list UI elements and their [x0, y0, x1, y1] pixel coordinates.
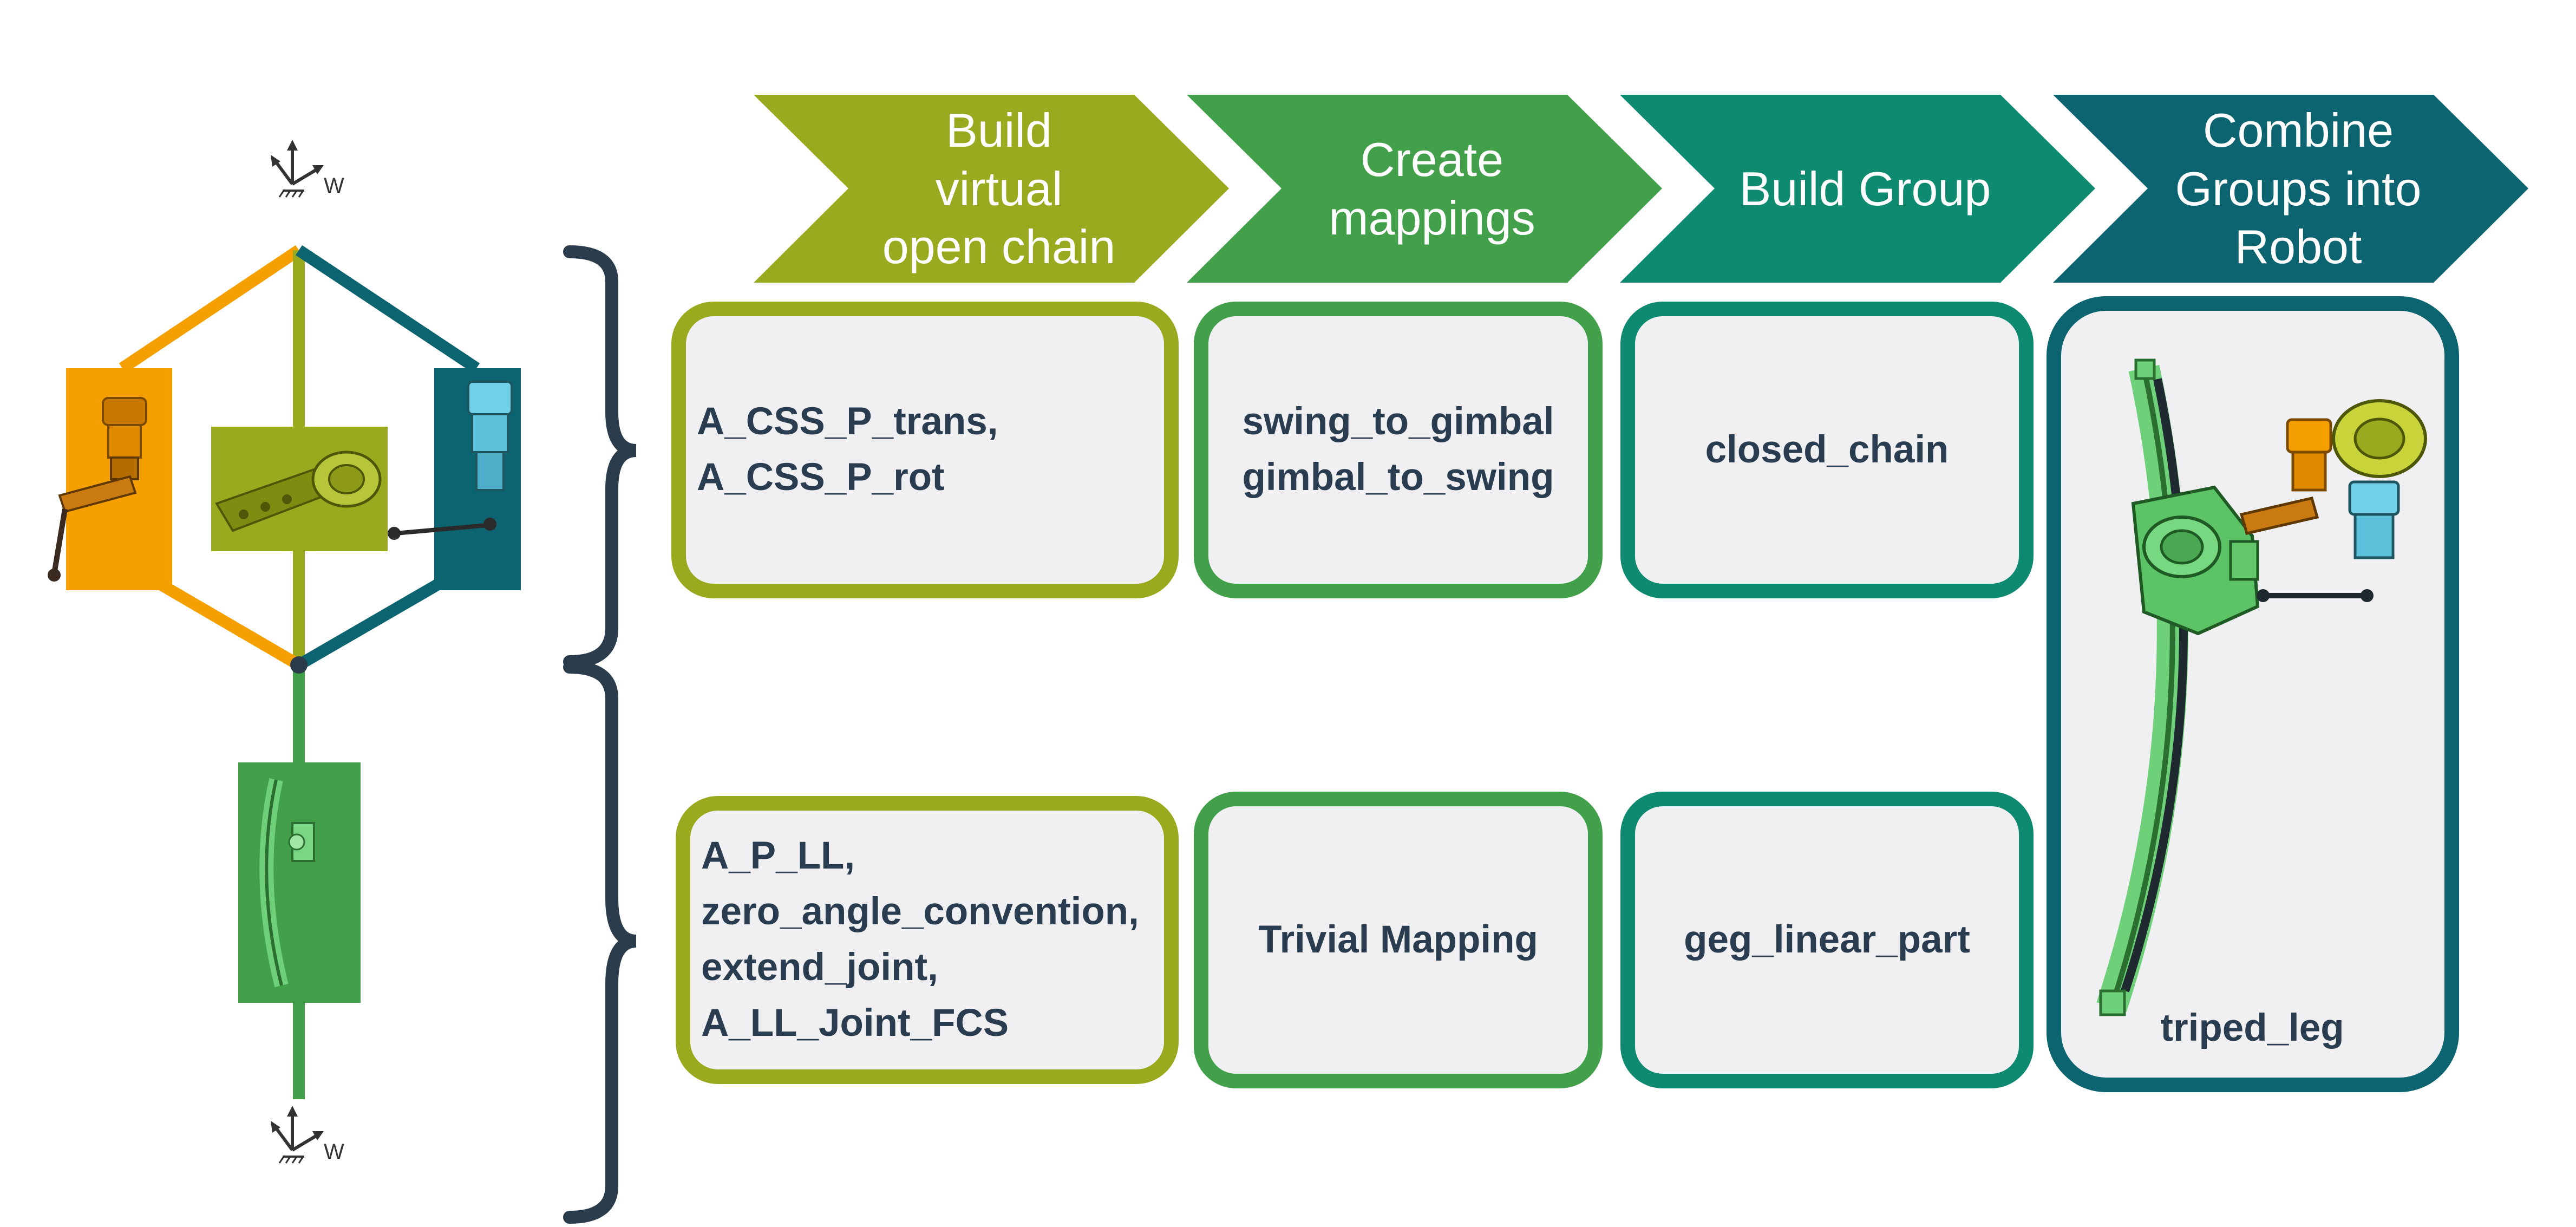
green-leg-body [238, 762, 361, 1003]
world-frame-icon-top: W [271, 140, 344, 198]
box-row1-virtual-chain: A_CSS_P_trans, A_CSS_P_rot [671, 302, 1179, 598]
frame-label-bottom: W [324, 1140, 344, 1164]
bracket-lower [563, 661, 637, 1224]
frame-label-top: W [324, 174, 344, 198]
box-row2-mappings-text: Trivial Mapping [1258, 918, 1538, 961]
step-label-1: Build virtual open chain [882, 103, 1116, 274]
step-label-4: Combine Groups into Robot [2175, 103, 2422, 274]
edge-world-orange [119, 245, 303, 374]
step-label-3: Build Group [1739, 161, 1991, 216]
box-row2-virtual-chain-text: A_P_LL, zero_angle_convention, extend_jo… [701, 834, 1139, 1045]
robot-olive-disk [2332, 399, 2427, 478]
teal-gimbal-body [388, 368, 521, 590]
box-row2-group-text: geg_linear_part [1684, 918, 1970, 961]
bracket-upper [563, 245, 637, 668]
box-row1-group: closed_chain [1620, 302, 2034, 598]
robot-leg-rail [2096, 358, 2188, 1016]
edge-world-teal [295, 245, 480, 374]
box-row2-virtual-chain: A_P_LL, zero_angle_convention, extend_jo… [676, 796, 1179, 1084]
olive-swing-body [211, 427, 388, 551]
robot-orange-gimbal [2239, 418, 2332, 535]
box-row1-group-text: closed_chain [1705, 428, 1949, 471]
junction-node [290, 656, 308, 674]
chevron-step-1 [754, 95, 1229, 283]
box-row1-virtual-chain-text: A_CSS_P_trans, A_CSS_P_rot [697, 400, 998, 499]
box-row2-mappings: Trivial Mapping [1194, 792, 1603, 1088]
chevron-step-3 [1620, 95, 2095, 283]
world-frame-icon-bottom: W [271, 1106, 344, 1164]
box-row1-mappings-text: swing_to_gimbal gimbal_to_swing [1242, 400, 1554, 499]
orange-gimbal-body [48, 368, 172, 590]
robot-green-housing [2131, 485, 2260, 636]
box-row2-group: geg_linear_part [1620, 792, 2034, 1088]
box-row1-mappings: swing_to_gimbal gimbal_to_swing [1194, 302, 1603, 598]
robot-blue-gimbal [2257, 480, 2400, 602]
step-label-2: Create mappings [1329, 133, 1535, 245]
chevron-step-4 [2053, 95, 2528, 283]
chevron-step-2 [1187, 95, 1662, 283]
robot-label: triped_leg [2160, 1007, 2344, 1049]
